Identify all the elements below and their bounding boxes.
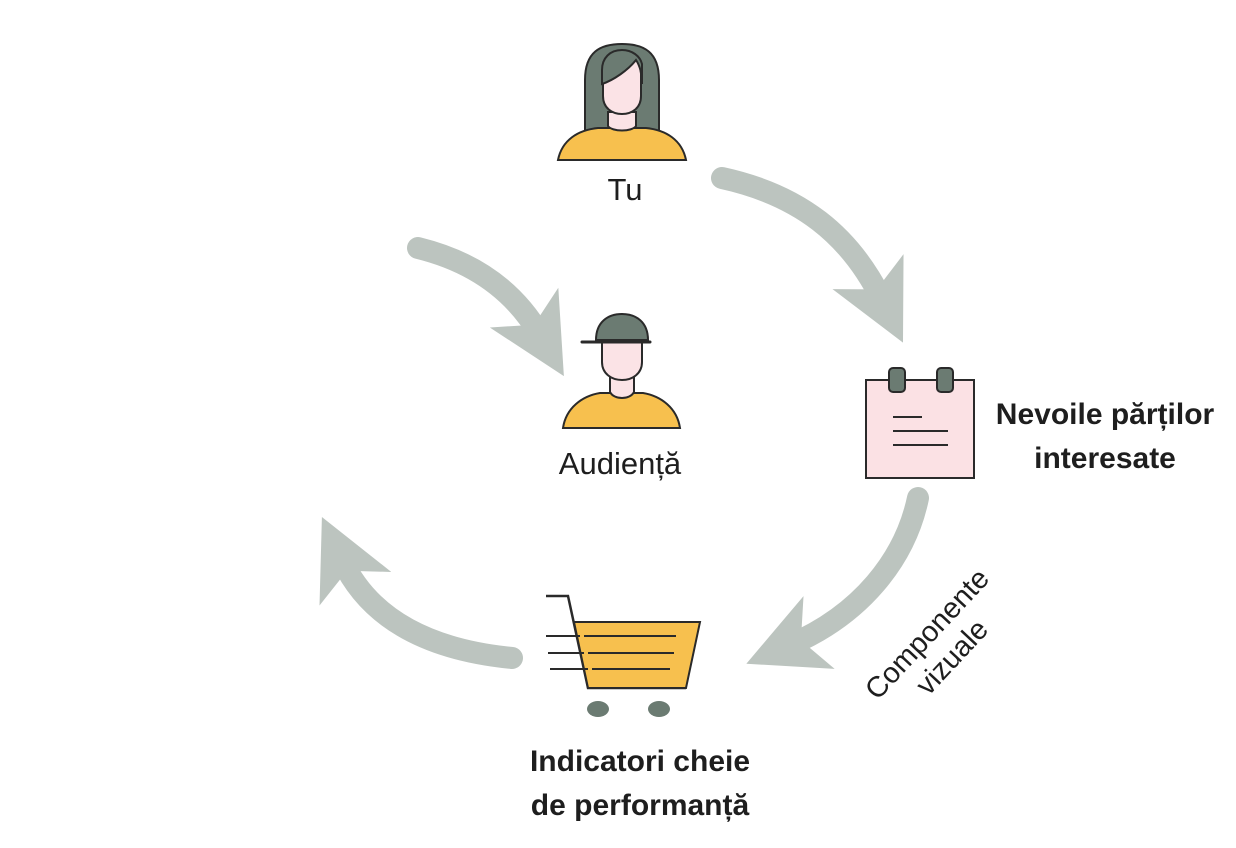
kpi-line2: de performanță (530, 789, 750, 822)
node-label-you: Tu (607, 172, 643, 207)
notepad-icon (865, 367, 975, 479)
stakeholder-needs-line1: Nevoile părților (995, 398, 1215, 431)
stakeholder-needs-line2: interesate (1034, 442, 1176, 475)
arrow-needs-to-kpi (746, 487, 929, 669)
arrow-kpi-to-audience-side (319, 516, 523, 669)
arrow-to-audience (407, 237, 564, 377)
person-cap-icon (561, 312, 682, 429)
kpi-line1: Indicatori cheie (529, 745, 751, 778)
shopping-cart-icon (546, 594, 702, 717)
node-label-audience: Audiență (558, 446, 682, 481)
node-label-stakeholder-needs: Nevoile părților interesate (980, 393, 1230, 481)
woman-icon (556, 42, 688, 161)
arrow-you-to-needs (711, 167, 904, 343)
node-label-kpi: Indicatori cheie de performanță (480, 740, 800, 828)
